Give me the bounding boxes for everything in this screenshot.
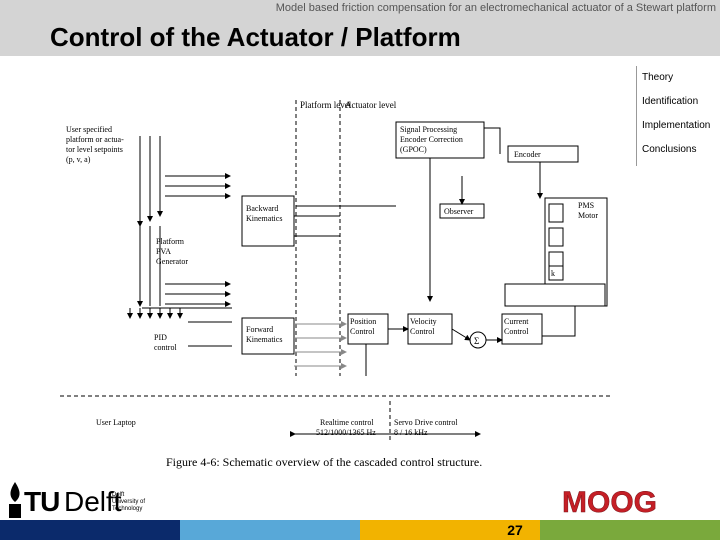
svg-text:Control: Control bbox=[350, 327, 375, 336]
svg-text:8 / 16 kHz: 8 / 16 kHz bbox=[394, 428, 428, 437]
current-control-block: Current Control bbox=[501, 313, 543, 345]
figure-caption: Figure 4-6: Schematic overview of the ca… bbox=[166, 455, 483, 469]
svg-text:Observer: Observer bbox=[444, 207, 474, 216]
svg-text:Motor: Motor bbox=[578, 211, 598, 220]
section-nav: Theory Identification Implementation Con… bbox=[636, 66, 720, 166]
svg-text:Control: Control bbox=[410, 327, 435, 336]
svg-text:Signal Processing: Signal Processing bbox=[400, 125, 457, 134]
pid-control-label: PID control bbox=[154, 333, 177, 352]
tu-delft-logo: TU Delft Delft University of Technology bbox=[4, 478, 154, 520]
footer-bar-dark-blue bbox=[0, 520, 180, 540]
footer-bar-light-blue bbox=[180, 520, 360, 540]
logo-delft: Delft bbox=[64, 486, 122, 517]
svg-text:Current: Current bbox=[504, 317, 529, 326]
footer-bar-yellow bbox=[360, 520, 540, 540]
user-setpoints-block: User specified platform or actua- tor le… bbox=[66, 125, 124, 164]
svg-text:Realtime control: Realtime control bbox=[320, 418, 374, 427]
backward-kinematics-block: Backward Kinematics bbox=[241, 195, 295, 247]
svg-text:Backward: Backward bbox=[246, 204, 278, 213]
svg-text:Control: Control bbox=[504, 327, 529, 336]
moog-logo-svg: MOOG bbox=[562, 486, 658, 520]
position-control-block: Position Control bbox=[347, 313, 389, 345]
svg-text:Kinematics: Kinematics bbox=[246, 214, 282, 223]
presentation-subtitle: Model based friction compensation for an… bbox=[275, 2, 716, 14]
moog-logo: MOOG bbox=[560, 486, 712, 520]
actuator-level-label: Actuator level bbox=[345, 100, 397, 110]
velocity-control-block: Velocity Control bbox=[407, 313, 453, 345]
forward-kinematics-block: Forward Kinematics bbox=[241, 317, 295, 355]
platform-pva-block: Platform PVA Generator bbox=[156, 237, 188, 266]
encoder-block: Encoder bbox=[507, 145, 579, 163]
svg-text:User Laptop: User Laptop bbox=[96, 418, 136, 427]
svg-text:Forward: Forward bbox=[246, 325, 273, 334]
svg-text:tor level setpoints: tor level setpoints bbox=[66, 145, 123, 154]
svg-text:Platform: Platform bbox=[156, 237, 185, 246]
nav-item-conclusions[interactable]: Conclusions bbox=[642, 144, 697, 155]
sum-node: Σ bbox=[469, 331, 487, 349]
svg-text:Servo Drive control: Servo Drive control bbox=[394, 418, 458, 427]
pms-motor-block: PMS Motor k bbox=[504, 197, 608, 307]
svg-text:platform or actua-: platform or actua- bbox=[66, 135, 124, 144]
signal-processing-block: Signal Processing Encoder Correction (GP… bbox=[395, 121, 485, 159]
observer-block: Observer bbox=[439, 203, 485, 219]
svg-text:User specified: User specified bbox=[66, 125, 112, 134]
nav-item-theory[interactable]: Theory bbox=[642, 72, 674, 83]
header-band bbox=[0, 0, 720, 56]
logo-small-text: Delft University of Technology bbox=[112, 492, 146, 512]
svg-text:PVA: PVA bbox=[156, 247, 171, 256]
svg-text:Encoder Correction: Encoder Correction bbox=[400, 135, 463, 144]
svg-text:Velocity: Velocity bbox=[410, 317, 437, 326]
flame-icon bbox=[9, 482, 21, 518]
svg-text:k: k bbox=[551, 269, 555, 278]
realtime-control-label: Realtime control 512/1000/1365 Hz bbox=[316, 418, 376, 437]
servo-drive-control-label: Servo Drive control 8 / 16 kHz bbox=[394, 418, 458, 437]
footer-color-bar bbox=[0, 520, 720, 540]
svg-text:(GPOC): (GPOC) bbox=[400, 145, 427, 154]
svg-text:Encoder: Encoder bbox=[514, 150, 541, 159]
logo-tu: TU bbox=[24, 486, 60, 517]
svg-text:Kinematics: Kinematics bbox=[246, 335, 282, 344]
svg-text:512/1000/1365 Hz: 512/1000/1365 Hz bbox=[316, 428, 376, 437]
slide-title: Control of the Actuator / Platform bbox=[50, 22, 461, 52]
svg-text:Position: Position bbox=[350, 317, 376, 326]
svg-text:Σ: Σ bbox=[474, 336, 479, 346]
page-number: 27 bbox=[507, 522, 523, 538]
platform-level-label: Platform level bbox=[300, 100, 352, 110]
diagram-svg: Platform level Actuator level User speci… bbox=[60, 100, 610, 441]
user-laptop-label: User Laptop bbox=[96, 418, 136, 427]
svg-text:MOOG: MOOG bbox=[562, 486, 657, 516]
nav-item-implementation[interactable]: Implementation bbox=[642, 120, 711, 131]
svg-text:Generator: Generator bbox=[156, 257, 188, 266]
nav-item-identification[interactable]: Identification bbox=[642, 96, 699, 107]
footer-bar-green bbox=[540, 520, 720, 540]
svg-text:PMS: PMS bbox=[578, 201, 594, 210]
control-structure-diagram: Platform level Actuator level User speci… bbox=[0, 56, 636, 476]
svg-text:PID: PID bbox=[154, 333, 167, 342]
svg-text:(p, v, a): (p, v, a) bbox=[66, 155, 91, 164]
svg-text:control: control bbox=[154, 343, 177, 352]
